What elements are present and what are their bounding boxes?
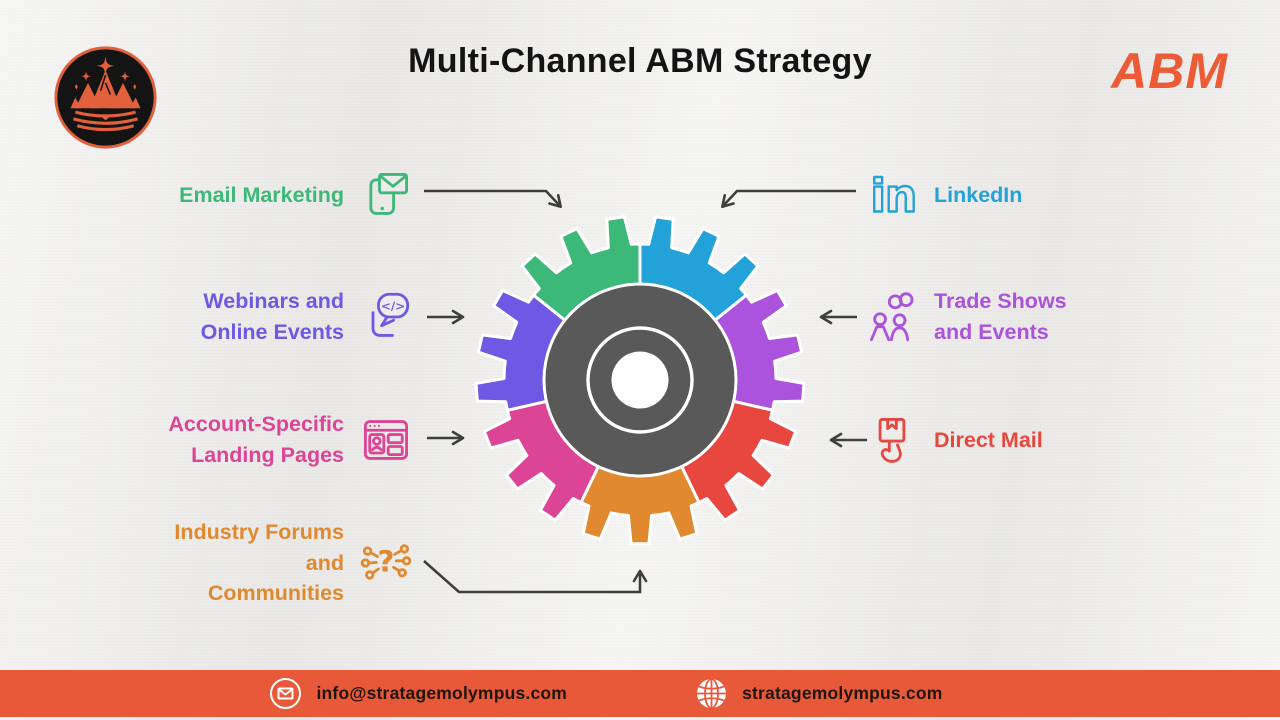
mountain-center bbox=[89, 70, 122, 109]
channel-label-webinars: Webinars and Online Events bbox=[200, 289, 344, 344]
channel-label-email: Email Marketing bbox=[179, 182, 344, 207]
channel-label-linkedin: LinkedIn bbox=[934, 182, 1023, 207]
channel-row-forums: Industry Forums and Communities ? bbox=[0, 513, 412, 613]
arrow-linkedin bbox=[721, 189, 856, 209]
gear-segment-forums bbox=[579, 463, 701, 546]
footer-website: stratagemolympus.com bbox=[742, 683, 943, 703]
hand-package-icon bbox=[878, 418, 906, 463]
channel-label-directmail: Direct Mail bbox=[934, 427, 1043, 452]
channel-label-landing: Account-Specific Landing Pages bbox=[168, 412, 344, 467]
svg-text:?: ? bbox=[378, 545, 395, 579]
gear-hub bbox=[542, 282, 738, 478]
linkedin-icon: in bbox=[869, 169, 918, 221]
channel-row-landing: Account-Specific Landing Pages bbox=[0, 400, 412, 480]
page-title: Multi-Channel ABM Strategy bbox=[408, 42, 872, 80]
gear-segment-linkedin bbox=[638, 215, 760, 323]
channel-row-tradeshows: Trade Shows and Events bbox=[866, 277, 1280, 357]
gear-segment-landing bbox=[482, 399, 601, 522]
webinar-code-bubble-icon: </> bbox=[371, 292, 410, 337]
footer-email-group: info@stratagemolympus.com bbox=[269, 677, 567, 710]
gear-segment-directmail bbox=[679, 399, 798, 522]
channel-row-webinars: Webinars and Online Events </> bbox=[0, 277, 412, 357]
channel-row-linkedin: in LinkedIn bbox=[866, 165, 1280, 225]
landing-page-icon bbox=[364, 420, 408, 460]
footer-bar: info@stratagemolympus.com stratagemolymp… bbox=[0, 670, 1280, 717]
svg-text:in: in bbox=[870, 169, 916, 221]
channel-row-email: Email Marketing bbox=[0, 165, 412, 225]
channel-label-tradeshows: Trade Shows and Events bbox=[934, 289, 1067, 344]
stratagem-olympus-logo bbox=[54, 46, 157, 149]
mail-circle-icon bbox=[270, 678, 302, 709]
footer-website-group: stratagemolympus.com bbox=[695, 677, 942, 710]
channel-row-directmail: Direct Mail bbox=[866, 410, 1280, 470]
phone-mail-icon bbox=[369, 173, 408, 215]
people-rings-icon bbox=[870, 292, 914, 342]
star-icon bbox=[96, 56, 115, 76]
gear-hub bbox=[611, 351, 669, 409]
gear-hub bbox=[586, 326, 694, 434]
abm-watermark: ABM bbox=[1111, 43, 1228, 99]
gear-segment-webinars bbox=[474, 288, 569, 412]
arrow-email bbox=[424, 189, 562, 209]
globe-icon bbox=[696, 678, 727, 709]
network-question-icon: ? bbox=[360, 544, 412, 580]
channel-label-forums: Industry Forums and Communities bbox=[174, 520, 344, 606]
arrow-forums bbox=[423, 560, 648, 594]
gear-segment-tradeshows bbox=[711, 288, 806, 412]
footer-email: info@stratagemolympus.com bbox=[316, 683, 568, 703]
gear-segment-email bbox=[520, 215, 642, 323]
svg-text:</>: </> bbox=[381, 299, 405, 313]
